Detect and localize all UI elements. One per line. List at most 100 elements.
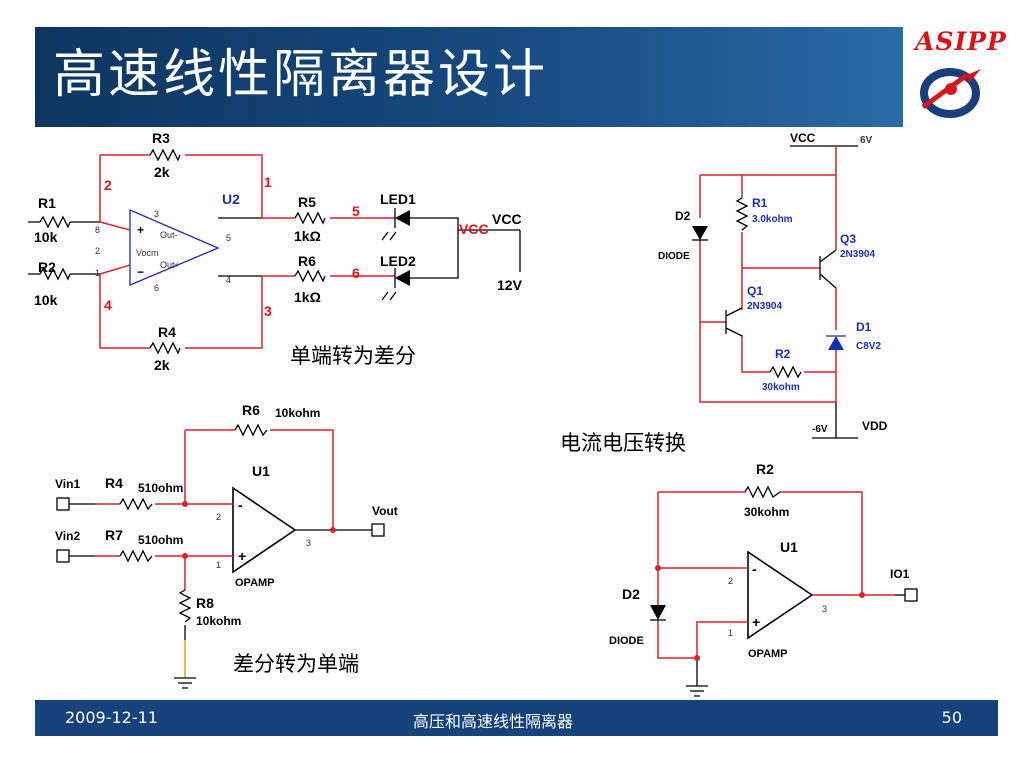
c3-vout-port [371, 523, 385, 537]
c4-plus: + [752, 614, 760, 630]
c1-node-3: 3 [264, 303, 272, 319]
footer-page-number: 50 [941, 708, 962, 727]
c1-minus: − [137, 265, 144, 279]
c1-r2-label: R2 [38, 259, 56, 275]
c2-r1-label: R1 [752, 196, 768, 210]
c1-r3-label: R3 [152, 130, 170, 146]
c1-r5-value: 1kΩ [294, 228, 321, 244]
c3-r6-value: 10kohm [275, 406, 320, 420]
circuit-single-to-diff: R3 2k R1 10k R2 10k R4 2k R5 1kΩ R6 1kΩ … [28, 130, 523, 373]
c1-pin-2: 2 [95, 246, 100, 256]
c3-plus: + [238, 548, 246, 564]
footer-title: 高压和高速线性隔离器 [413, 712, 574, 731]
c4-r2-label: R2 [756, 461, 774, 477]
c1-led1-label: LED1 [380, 191, 416, 207]
slide-title: 高速线性隔离器设计 [53, 45, 549, 105]
c1-pin-3: 3 [154, 209, 159, 219]
c1-pin-1: 1 [95, 268, 100, 278]
c2-6v-label: 6V [860, 135, 873, 146]
led2-icon [395, 270, 410, 286]
c2-d2-type: DIODE [658, 251, 690, 262]
c1-led2-label: LED2 [380, 253, 416, 269]
diff-opamp-u2 [129, 209, 220, 286]
c3-vin1-port [56, 497, 70, 511]
c2-d1-label: D1 [856, 320, 872, 334]
c1-node-4: 4 [104, 297, 112, 313]
c3-vin2-label: Vin2 [55, 529, 80, 543]
c3-minus: - [238, 497, 243, 513]
c3-r7-label: R7 [105, 527, 123, 543]
c3-r4-label: R4 [105, 475, 123, 491]
c2-q3-label: Q3 [840, 232, 856, 246]
c3-vin1-label: Vin1 [55, 477, 80, 491]
logo-emblem-icon [920, 68, 981, 118]
c1-r5-label: R5 [298, 194, 316, 210]
c3-pin-1: 1 [216, 560, 221, 570]
logo-text: ASIPP [915, 27, 1007, 56]
footer-bar: 2009-12-11 高压和高速线性隔离器 50 [35, 700, 998, 736]
c2-d1-zener-icon [828, 336, 844, 350]
c1-vcc-red-label: VCC [459, 221, 489, 237]
title-bar: 高速线性隔离器设计 [35, 27, 903, 127]
c3-vin2-port [56, 549, 70, 563]
c1-node-2: 2 [104, 177, 112, 193]
c4-pin-1: 1 [728, 628, 733, 638]
c1-vcc-label: VCC [492, 211, 522, 227]
asipp-logo: ASIPP [905, 25, 1015, 125]
c4-opamp-u1 [747, 550, 814, 640]
c2-d2-diode-icon [692, 226, 708, 240]
c1-r1-label: R1 [38, 195, 56, 211]
c4-u1-label: U1 [780, 539, 798, 555]
led1-icon [395, 210, 410, 226]
c3-opamp-label: OPAMP [235, 577, 275, 589]
caption-current-voltage: 电流电压转换 [560, 431, 686, 455]
c3-r8-label: R8 [196, 595, 214, 611]
c1-u2-label: U2 [222, 191, 240, 207]
c1-r2-value: 10k [34, 292, 58, 308]
c1-r6-label: R6 [298, 253, 316, 269]
c4-io1-label: IO1 [890, 567, 910, 581]
c2-r1-value: 3.0kohm [752, 214, 793, 225]
c1-pin-8: 8 [95, 225, 100, 235]
c2-q3-type: 2N3904 [840, 249, 875, 260]
c4-r2-value: 30kohm [744, 505, 789, 519]
c1-pin-5: 5 [226, 233, 231, 243]
c1-out-minus: Out- [160, 230, 178, 240]
c1-vocm: Vocm [136, 248, 159, 258]
circuit-photo-amp: R2 30kohm U1 D2 DIODE IO1 OPAMP 2 1 3 - … [609, 461, 918, 697]
c3-opamp-u1 [232, 486, 297, 574]
circuit-current-voltage: VCC 6V R1 3.0kohm D2 DIODE Q3 2N3904 Q1 … [658, 131, 888, 439]
c1-r4-value: 2k [154, 357, 170, 373]
c4-pin-3: 3 [822, 604, 827, 614]
c4-io1-port [904, 588, 918, 602]
c2-d2-label: D2 [675, 209, 691, 223]
c3-r8-value: 10kohm [196, 614, 241, 628]
c1-pin-6: 6 [154, 283, 159, 293]
c1-plus: + [137, 223, 144, 237]
c2-q1-type: 2N3904 [747, 301, 782, 312]
c4-d2-diode-icon [650, 605, 666, 620]
c1-r6-value: 1kΩ [294, 289, 321, 305]
c2-r2-label: R2 [775, 347, 791, 361]
c2-d1-type: C8V2 [856, 341, 881, 352]
c1-r3-value: 2k [154, 164, 170, 180]
c1-r4-label: R4 [158, 324, 176, 340]
c4-d2-label: D2 [622, 586, 640, 602]
circuit-diff-to-single: R6 10kohm U1 Vin1 R4 510ohm Vin2 R7 510o… [55, 402, 398, 689]
c4-minus: - [752, 561, 757, 577]
c2-r2-value: 30kohm [762, 382, 800, 393]
c4-d2-type: DIODE [609, 635, 644, 647]
c2-q1-label: Q1 [747, 284, 763, 298]
c1-12v-label: 12V [497, 277, 523, 293]
c3-vout-label: Vout [372, 504, 398, 518]
caption-diff-to-single: 差分转为单端 [233, 652, 359, 676]
c1-out-plus: Out+ [160, 260, 180, 270]
c3-u1-label: U1 [252, 463, 270, 479]
c2-vdd-label: VDD [862, 419, 888, 433]
c1-node-1: 1 [264, 174, 272, 190]
c3-r4-value: 510ohm [138, 481, 183, 495]
c4-opamp-label: OPAMP [748, 648, 788, 660]
c1-node-5: 5 [352, 203, 360, 219]
c3-pin-3: 3 [306, 538, 311, 548]
